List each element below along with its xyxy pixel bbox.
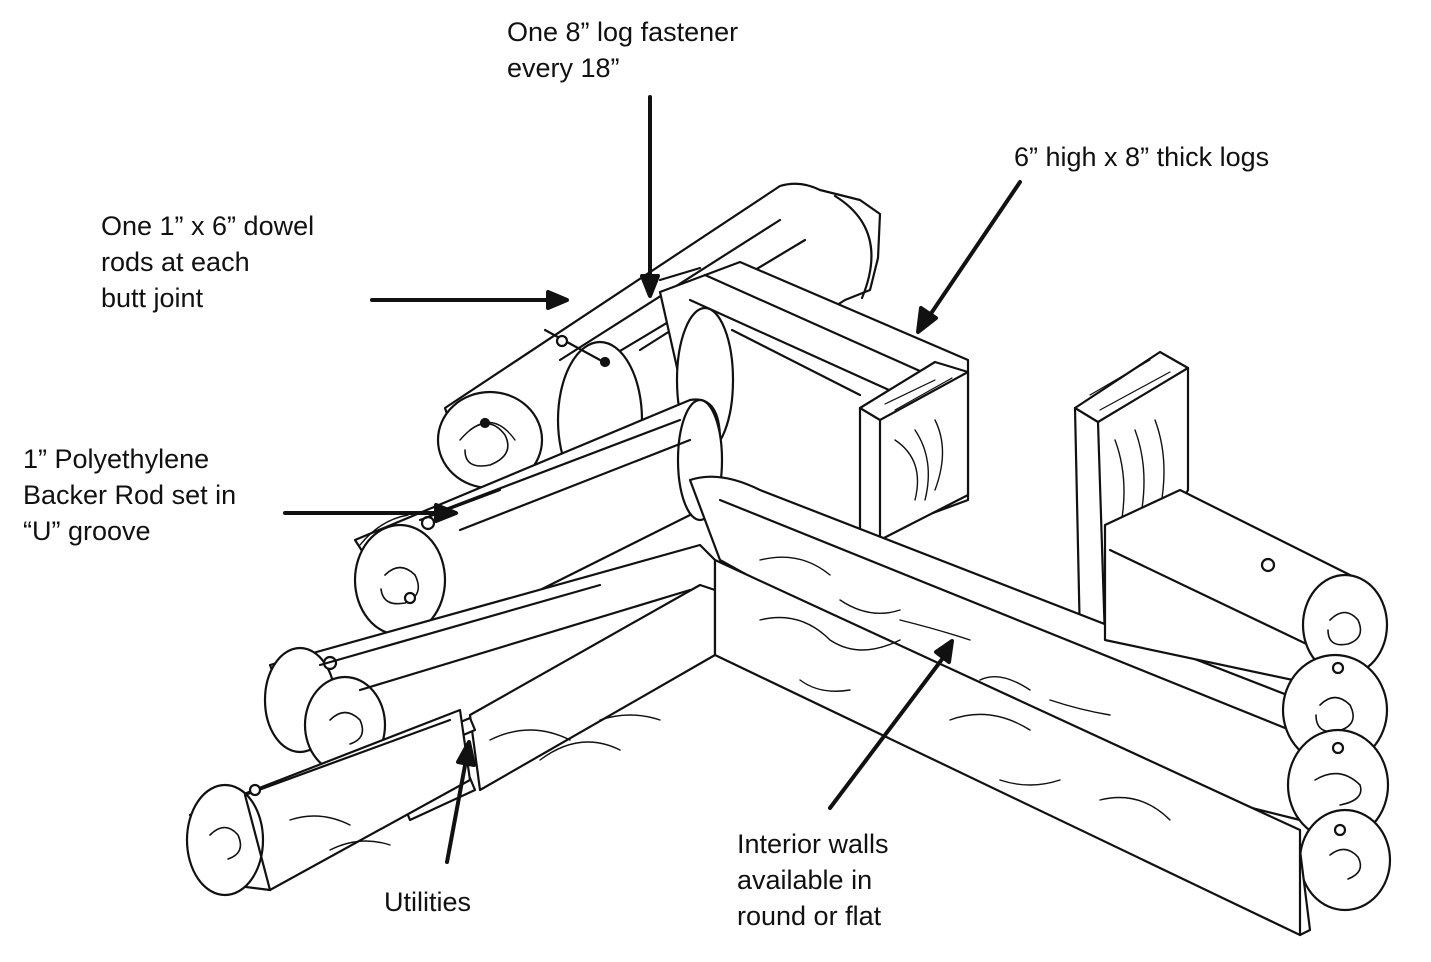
dowel-rod-label-line: One 1” x 6” dowel — [101, 211, 315, 241]
interior-walls-label: Interior walls available in round or fla… — [737, 826, 889, 934]
dowel-rod-label-line: butt joint — [101, 283, 204, 313]
backer-rod-label-line: “U” groove — [23, 516, 151, 546]
interior-walls-label-line: available in — [737, 865, 873, 895]
bottom-plank-right — [713, 558, 1302, 937]
dowel-rod-label-line: rods at each — [101, 247, 250, 277]
utilities-label: Utilities — [384, 884, 471, 920]
log-fastener-label-line: One 8” log fastener — [507, 17, 739, 47]
log-size-label: 6” high x 8” thick logs — [1014, 139, 1269, 175]
log-size-label-line: 6” high x 8” thick logs — [1014, 142, 1270, 172]
log-end-block — [858, 360, 970, 542]
dowel-rod-label: One 1” x 6” dowel rods at each butt join… — [101, 208, 314, 316]
utilities-label-line: Utilities — [384, 887, 472, 917]
interior-walls-label-line: Interior walls — [737, 829, 889, 859]
log-fastener-label-line: every 18” — [507, 53, 620, 83]
right-log-stack — [1103, 488, 1392, 937]
backer-rod-label: 1” Polyethylene Backer Rod set in “U” gr… — [23, 441, 236, 549]
backer-rod-label-line: 1” Polyethylene — [23, 444, 210, 474]
top-log-course-left — [436, 182, 882, 507]
log-fastener-label: One 8” log fastener every 18” — [507, 14, 738, 86]
interior-walls-label-line: round or flat — [737, 901, 882, 931]
backer-rod-label-line: Backer Rod set in — [23, 480, 237, 510]
annotation-arrows — [283, 95, 1022, 864]
bottom-log-course-left — [185, 708, 472, 897]
